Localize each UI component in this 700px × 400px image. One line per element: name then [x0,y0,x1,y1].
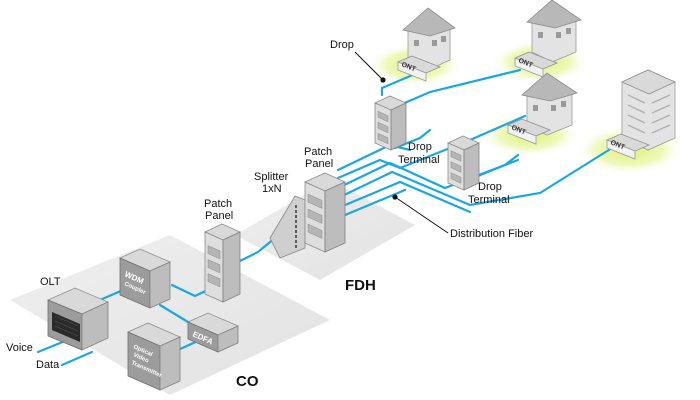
label-drop-terminal-2a: Drop [478,181,502,193]
label-splitter-1: Splitter [254,171,289,183]
house-1 [402,7,456,71]
fiber-drop-house-1 [380,72,417,97]
distribution-leader [394,196,449,234]
co-patch-panel [204,223,241,303]
ont-box-1: ONT [396,55,442,82]
label-voice: Voice [6,342,33,354]
fiber-edfa-wdm [158,303,190,324]
co-platform [10,235,330,395]
label-splitter-2: 1xN [262,183,282,195]
drop-terminal-2 [447,135,480,191]
ont-box-2: ONT [513,51,559,78]
label-drop-terminal-2b: Terminal [468,194,510,206]
label-fdh: FDH [345,277,376,294]
optical-video-transmitter: Optical Video Transmitter [127,322,181,391]
fiber-dist-6 [336,188,407,220]
label-drop-terminal-1a: Drop [408,141,432,153]
label-distribution-fiber: Distribution Fiber [450,228,533,240]
label-drop: Drop [330,39,354,51]
fiber-drop-house-2 [398,68,522,107]
label-drop-terminal-1b: Terminal [398,154,440,166]
label-olt: OLT [40,276,61,288]
label-data: Data [36,359,60,371]
olt-device [46,287,109,351]
fiber-drop-term2 [466,153,520,182]
label-co-patch-2: Panel [205,210,233,222]
label-co: CO [236,373,259,390]
drop-leader [354,51,384,81]
distribution-leader-dot [392,194,398,200]
drop-leader-dot [380,77,386,83]
ont-box-4: ONT [605,133,651,160]
ont-box-3: ONT [506,118,552,145]
fiber-data [60,350,94,367]
fiber-patch-splitter [236,236,277,264]
drop-terminal-1 [374,95,407,151]
fdh-patch-panel [304,172,346,253]
edfa-device: EDFA [187,312,239,353]
wdm-coupler: WDM Coupler [119,248,171,309]
house-3 [521,72,578,136]
fiber-dist-4 [336,146,614,207]
fiber-dist-5 [336,180,472,214]
label-co-patch-1: Patch [204,198,232,210]
house-2 [526,0,582,63]
label-fdh-patch-2: Panel [305,158,333,170]
label-fdh-patch-1: Patch [304,146,332,158]
office-building [621,69,676,151]
